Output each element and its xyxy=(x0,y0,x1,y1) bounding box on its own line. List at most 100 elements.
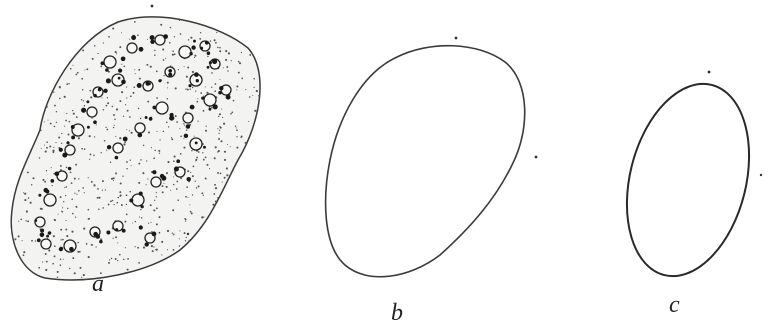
granule-dot xyxy=(168,69,172,73)
stipple-dot xyxy=(167,98,169,100)
stipple-dot xyxy=(121,204,123,206)
stipple-dot xyxy=(70,68,72,70)
granule-dot xyxy=(203,146,206,149)
stipple-dot xyxy=(177,199,179,201)
granule-dot xyxy=(59,247,63,251)
stray-dot xyxy=(760,174,762,176)
granule-dot xyxy=(48,231,52,235)
stipple-dot xyxy=(219,47,221,49)
stipple-dot xyxy=(230,113,232,115)
granule-dot xyxy=(118,69,122,73)
granule-dot xyxy=(186,124,190,128)
stipple-dot xyxy=(147,101,149,103)
stipple-dot xyxy=(185,88,186,89)
stipple-dot xyxy=(138,108,139,109)
stipple-dot xyxy=(84,105,85,106)
stipple-dot xyxy=(218,116,219,117)
stipple-dot xyxy=(127,110,129,112)
stipple-dot xyxy=(24,199,26,201)
stipple-dot xyxy=(173,184,175,186)
vesicle-ring xyxy=(41,239,51,249)
granule-dot xyxy=(207,66,210,69)
stipple-dot xyxy=(72,110,73,111)
stipple-dot xyxy=(27,220,29,222)
stipple-dot xyxy=(75,164,77,166)
stipple-dot xyxy=(163,75,164,76)
stipple-dot xyxy=(158,150,160,152)
stipple-dot xyxy=(217,197,219,199)
stipple-dot xyxy=(172,209,174,211)
stipple-dot xyxy=(58,214,59,215)
stipple-dot xyxy=(126,204,127,205)
stipple-dot xyxy=(205,130,207,132)
vesicle-ring xyxy=(135,123,145,133)
stipple-dot xyxy=(195,159,197,161)
stipple-dot xyxy=(139,78,141,80)
stipple-dot xyxy=(156,97,158,99)
stipple-dot xyxy=(236,127,237,128)
stipple-dot xyxy=(179,20,180,21)
stipple-dot xyxy=(184,125,185,126)
stipple-dot xyxy=(225,50,227,52)
stipple-dot xyxy=(138,262,140,264)
stipple-dot xyxy=(94,45,95,46)
stipple-dot xyxy=(186,237,187,238)
stipple-dot xyxy=(62,239,64,241)
stipple-dot xyxy=(50,123,52,125)
stipple-dot xyxy=(139,217,140,218)
stipple-dot xyxy=(219,126,220,127)
stipple-dot xyxy=(223,123,225,125)
granule-dot xyxy=(87,126,90,129)
stipple-dot xyxy=(126,194,128,196)
stipple-dot xyxy=(167,87,168,88)
granule-dot xyxy=(115,156,119,160)
stipple-dot xyxy=(166,186,168,188)
stipple-dot xyxy=(167,82,169,84)
stipple-dot xyxy=(71,231,73,233)
granule-dot xyxy=(141,205,144,208)
stipple-dot xyxy=(74,272,76,274)
stipple-dot xyxy=(224,177,226,179)
stipple-dot xyxy=(39,157,41,159)
stipple-dot xyxy=(131,165,132,166)
stipple-dot xyxy=(143,247,145,249)
stipple-dot xyxy=(26,210,28,212)
stipple-dot xyxy=(127,258,129,260)
stipple-dot xyxy=(163,183,164,184)
stipple-dot xyxy=(41,148,42,149)
stipple-dot xyxy=(89,135,91,137)
stipple-dot xyxy=(248,121,249,122)
stipple-dot xyxy=(192,87,193,88)
stipple-dot xyxy=(27,171,29,173)
stipple-dot xyxy=(103,42,104,43)
granule-dot xyxy=(121,80,126,85)
stipple-dot xyxy=(105,127,106,128)
stipple-dot xyxy=(214,39,216,41)
stipple-dot xyxy=(85,279,86,280)
stipple-dot xyxy=(216,32,217,33)
stipple-dot xyxy=(159,232,161,234)
stipple-dot xyxy=(221,108,222,109)
stipple-dot xyxy=(115,173,117,175)
stipple-dot xyxy=(44,181,46,183)
stipple-dot xyxy=(84,69,85,70)
stipple-dot xyxy=(54,245,56,247)
granule-dot xyxy=(168,73,172,77)
stipple-dot xyxy=(217,47,219,49)
stipple-dot xyxy=(79,267,81,269)
panel-a-label: a xyxy=(92,272,104,296)
stipple-dot xyxy=(173,249,175,251)
stipple-dot xyxy=(54,126,56,128)
stipple-dot xyxy=(71,182,73,184)
stipple-dot xyxy=(96,124,97,125)
stipple-dot xyxy=(88,218,90,220)
granule-dot xyxy=(46,235,49,238)
stipple-dot xyxy=(126,129,127,130)
stipple-dot xyxy=(205,156,207,158)
stipple-dot xyxy=(45,253,47,255)
stipple-dot xyxy=(127,269,129,271)
stipple-dot xyxy=(175,87,177,89)
stipple-dot xyxy=(238,61,240,63)
stipple-dot xyxy=(65,220,66,221)
stipple-dot xyxy=(230,146,231,147)
